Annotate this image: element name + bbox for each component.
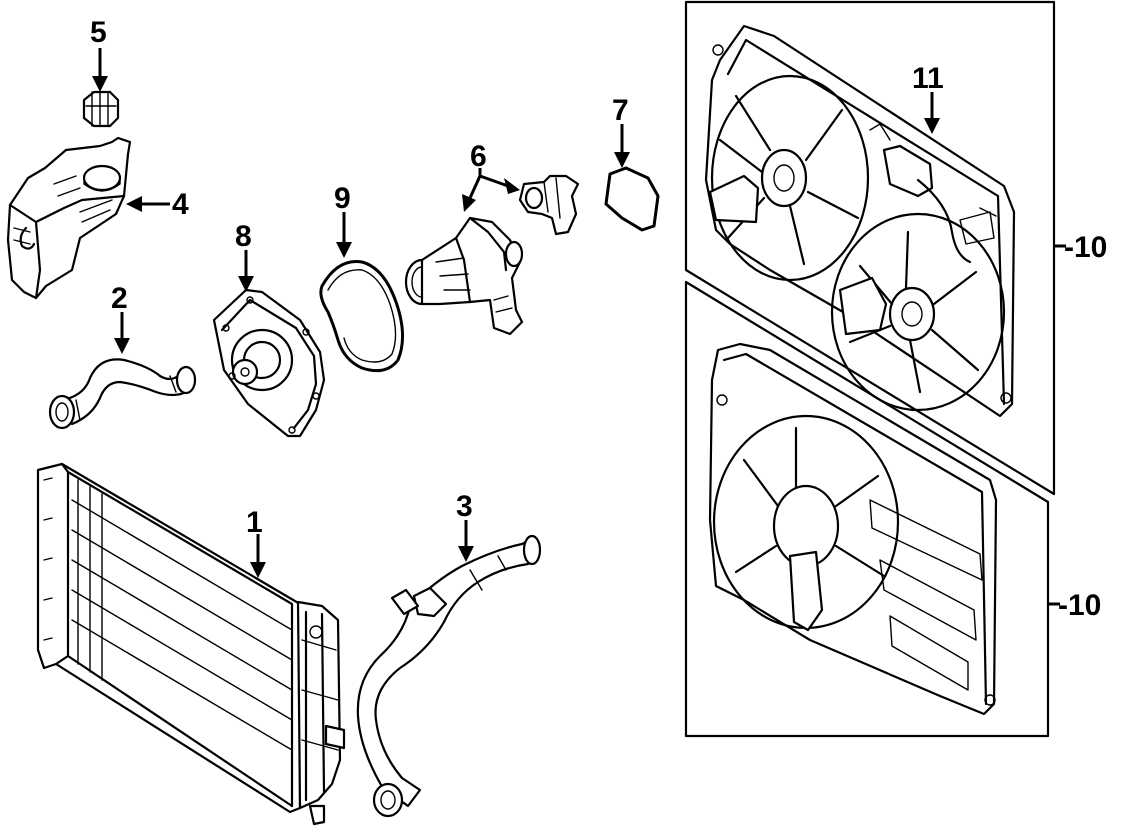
- callout-3: 3: [456, 490, 473, 523]
- upper-hose: [48, 358, 197, 430]
- callout-5: 5: [90, 16, 107, 49]
- callout-4: 4: [172, 188, 189, 221]
- arrows: [92, 48, 1066, 606]
- callout-10-lower: -10: [1058, 589, 1101, 622]
- callout-11: 11: [912, 62, 944, 95]
- thermostat-gasket: [604, 166, 660, 232]
- callout-1: 1: [246, 506, 263, 539]
- callout-2: 2: [111, 282, 128, 315]
- lower-hose: [356, 534, 542, 818]
- fan-assembly-lower-frame: [684, 280, 1050, 738]
- thermostat: [518, 174, 580, 236]
- pump-gasket: [319, 260, 404, 373]
- callout-8: 8: [235, 220, 252, 253]
- callout-9: 9: [334, 182, 351, 215]
- callout-labels: 1 2 3 4 5 6 7 8 9 -10 -10 11: [90, 16, 1107, 622]
- fan-assembly-upper-frame: [684, 0, 1056, 496]
- fan-shroud-lower: [708, 342, 998, 716]
- thermostat-housing: [404, 216, 524, 336]
- callout-6: 6: [470, 140, 487, 173]
- coolant-reservoir: [6, 136, 132, 300]
- callout-7: 7: [612, 94, 629, 127]
- reservoir-cap: [82, 90, 120, 128]
- fan-shroud-upper: [704, 24, 1016, 418]
- radiator: [36, 462, 346, 826]
- water-pump: [212, 288, 326, 438]
- callout-10-upper: -10: [1064, 231, 1107, 264]
